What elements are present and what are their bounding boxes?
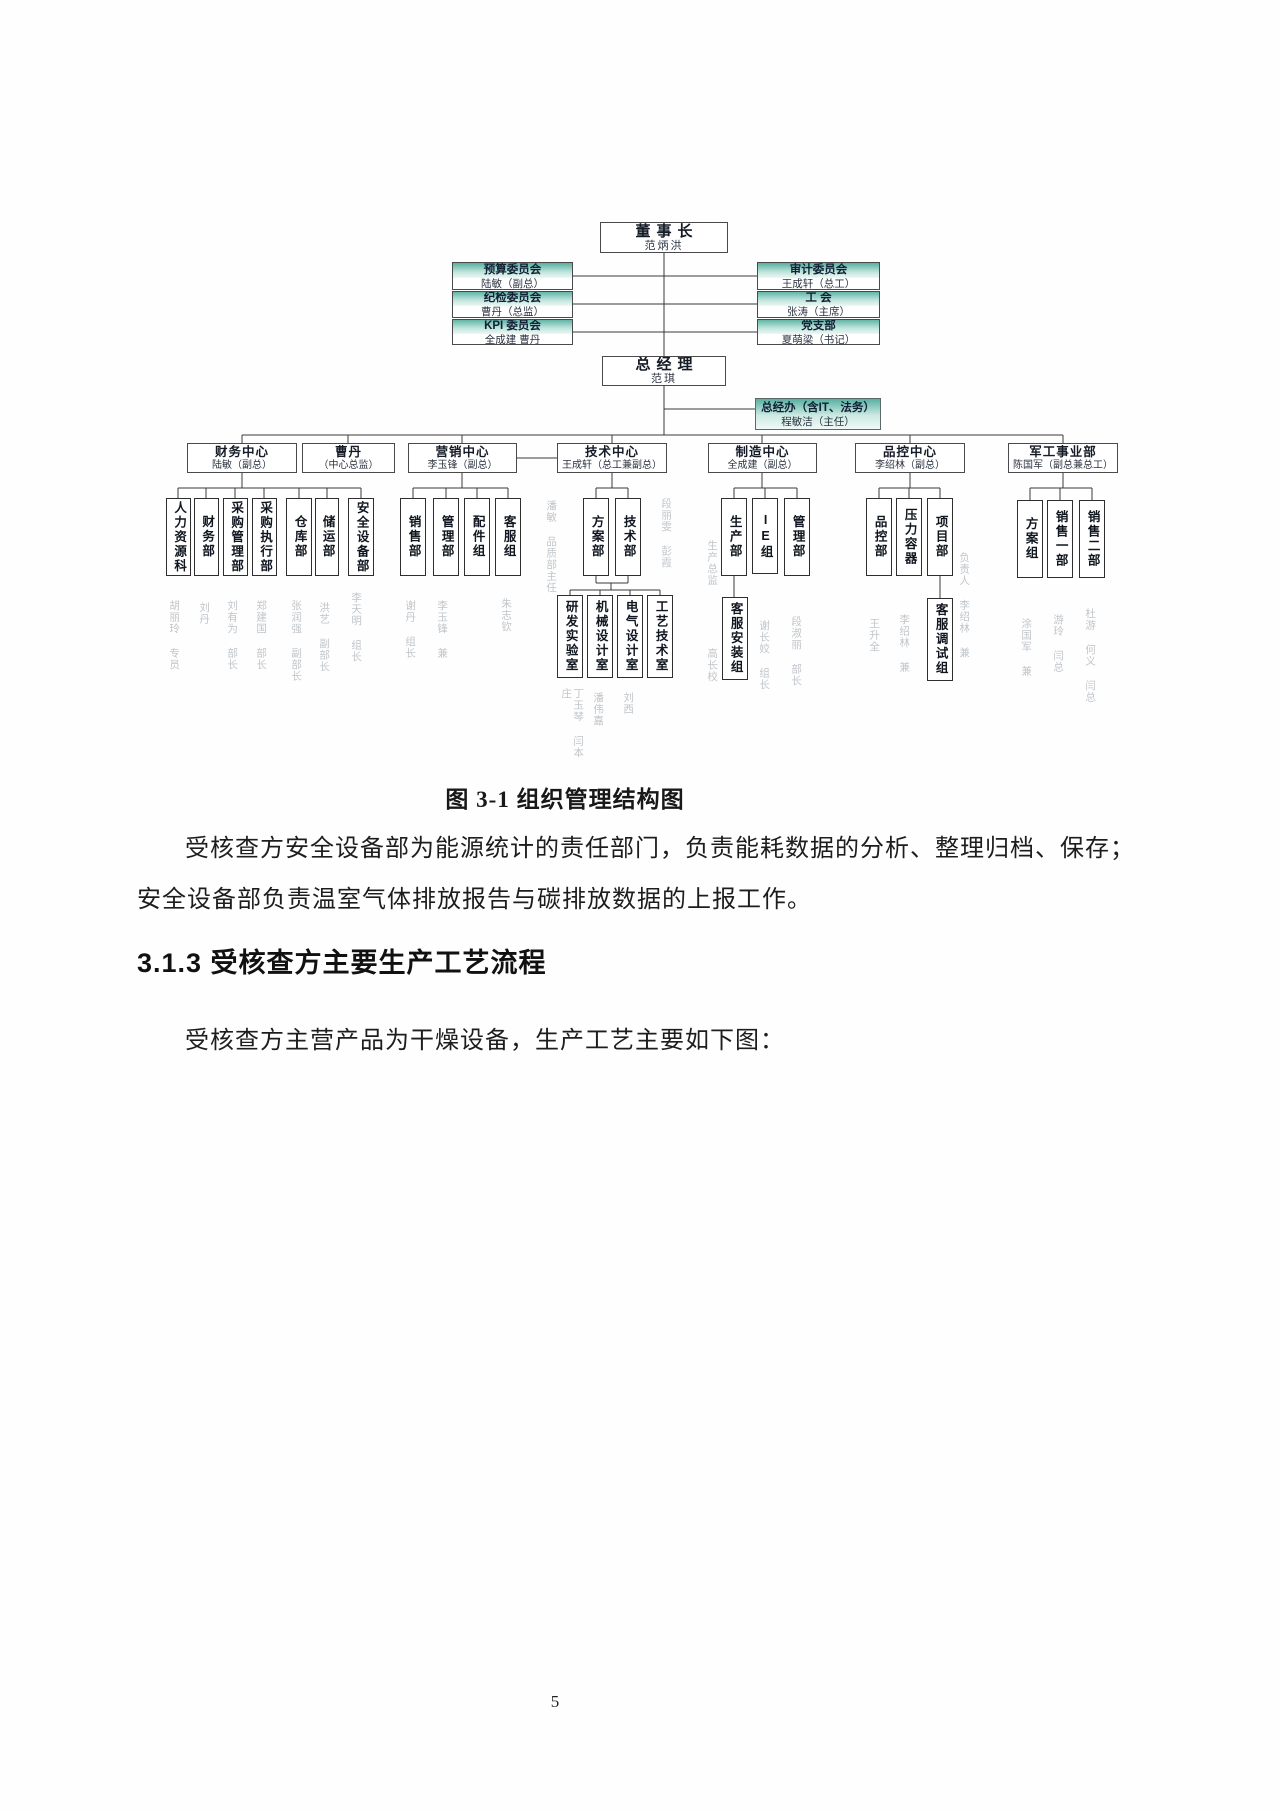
dept-production: 生产部 (721, 498, 747, 576)
kpi-committee: KPI 委员会全成建 曹丹 (452, 319, 573, 345)
chairman-box: 董事长范炳洪 (600, 222, 728, 253)
dept-sales-one: 销售一部 (1047, 500, 1073, 578)
party-branch: 党支部夏萌梁（书记） (757, 319, 880, 345)
handwritten-note: 涂国军 兼 (1020, 618, 1033, 677)
org-chart-connectors (177, 253, 1093, 598)
dept-customer-service-group: 客服组 (495, 498, 521, 576)
dept-pressure-vessel: 压力容器 (896, 498, 922, 576)
handwritten-note: 刘丹 (198, 602, 211, 625)
dept-hr: 人力资源科 (166, 498, 191, 576)
dept-ie-group: IE组 (752, 498, 778, 574)
handwritten-note: 郑建国 部长 (255, 600, 268, 671)
electrical-design-room: 电气设计室 (617, 595, 643, 678)
handwritten-note: 张润强 副部长 (290, 600, 303, 682)
handwritten-note: 潘伟嘉 (592, 692, 605, 727)
dept-technology: 技术部 (615, 498, 641, 576)
discipline-committee: 纪检委员会曹丹（总监） (452, 291, 573, 318)
rd-laboratory: 研发实验室 (557, 595, 583, 678)
dept-project: 项目部 (927, 498, 953, 576)
handwritten-note: 游玲 闫总 (1052, 614, 1065, 673)
dept-purchasing-exec: 采购执行部 (252, 498, 277, 576)
dept-marketing-mgmt: 管理部 (433, 498, 459, 576)
tech-center: 技术中心王成轩（总工兼副总） (557, 443, 667, 473)
caodan-center: 曹丹（中心总监） (302, 443, 395, 473)
dept-solutions: 方案部 (583, 498, 609, 576)
page-number: 5 (550, 1692, 560, 1711)
dept-logistics: 储运部 (315, 498, 339, 576)
handwritten-note: 生产总监 (706, 540, 719, 586)
handwritten-note: 负责人 李绍林 兼 (958, 552, 971, 659)
dept-warehouse: 仓库部 (286, 498, 312, 576)
handwritten-note: 段丽雯 彭霞 (660, 498, 673, 569)
handwritten-note: 李绍林 兼 (898, 614, 911, 673)
handwritten-note: 谢长姣 组长 (758, 620, 771, 691)
handwritten-note: 刘有为 部长 (226, 600, 239, 671)
gm-office: 总经办（含IT、法务）程敏洁（主任） (755, 398, 881, 430)
dept-sales-two: 销售二部 (1079, 500, 1105, 578)
dept-finance: 财务部 (194, 498, 219, 576)
process-technology-room: 工艺技术室 (647, 595, 673, 678)
handwritten-note: 刘西 (622, 692, 635, 715)
mechanical-design-room: 机械设计室 (587, 595, 613, 678)
handwritten-note: 高长校 (706, 648, 719, 683)
paragraph-1-line-1: 受核查方安全设备部为能源统计的责任部门，负责能耗数据的分析、整理归档、保存； (185, 836, 1135, 862)
handwritten-note: 王升全 (868, 618, 881, 653)
figure-caption: 图 3-1 组织管理结构图 (445, 787, 685, 812)
section-heading: 3.1.3 受核查方主要生产工艺流程 (137, 948, 547, 978)
budget-committee: 预算委员会陆敏（副总） (452, 262, 573, 290)
handwritten-note: 谢丹 组长 (404, 600, 417, 659)
dept-solutions-group: 方案组 (1017, 500, 1043, 578)
handwritten-note: 胡丽玲 专员 (168, 600, 181, 671)
handwritten-note: 李玉锋 兼 (436, 600, 449, 659)
finance-center: 财务中心陆敏（副总） (187, 443, 297, 473)
dept-mfg-mgmt: 管理部 (784, 498, 810, 576)
mfg-center: 制造中心全成建（副总） (708, 443, 817, 473)
gm-box: 总经理范琪 (602, 356, 726, 386)
customer-service-install-group: 客服安装组 (722, 597, 748, 680)
handwritten-note: 朱志钦 (500, 598, 513, 633)
military-division: 军工事业部陈国军（副总兼总工） (1008, 443, 1118, 473)
handwritten-note: 段淑丽 部长 (790, 616, 803, 687)
paragraph-2: 受核查方主营产品为干燥设备，生产工艺主要如下图： (185, 1028, 785, 1054)
qc-center: 品控中心李绍林（副总） (855, 443, 965, 473)
handwritten-note: 洪艺 副部长 (318, 602, 331, 673)
dept-purchasing-mgmt: 采购管理部 (223, 498, 248, 576)
customer-service-debug-group: 客服调试组 (927, 598, 953, 681)
dept-parts-group: 配件组 (464, 498, 490, 576)
marketing-center: 营销中心李玉锋（副总） (408, 443, 517, 473)
org-chart: 董事长范炳洪总经理范琪 预算委员会陆敏（副总）纪检委员会曹丹（总监）KPI 委员会… (0, 0, 1280, 760)
handwritten-note: 杜游 何义 闫总 (1084, 608, 1097, 703)
dept-sales: 销售部 (400, 498, 426, 576)
dept-qc: 品控部 (866, 498, 892, 576)
labor-union: 工 会张涛（主席） (757, 291, 880, 318)
paragraph-1-line-2: 安全设备部负责温室气体排放报告与碳排放数据的上报工作。 (137, 887, 812, 913)
audit-committee: 审计委员会王成轩（总工） (757, 262, 880, 290)
handwritten-note: 潘敏 品质部主任 (545, 500, 558, 594)
handwritten-note: 李天明 组长 (350, 592, 363, 663)
handwritten-note: 丁玉琴 闫本庄 (560, 688, 585, 759)
dept-safety-equipment: 安全设备部 (348, 498, 374, 576)
